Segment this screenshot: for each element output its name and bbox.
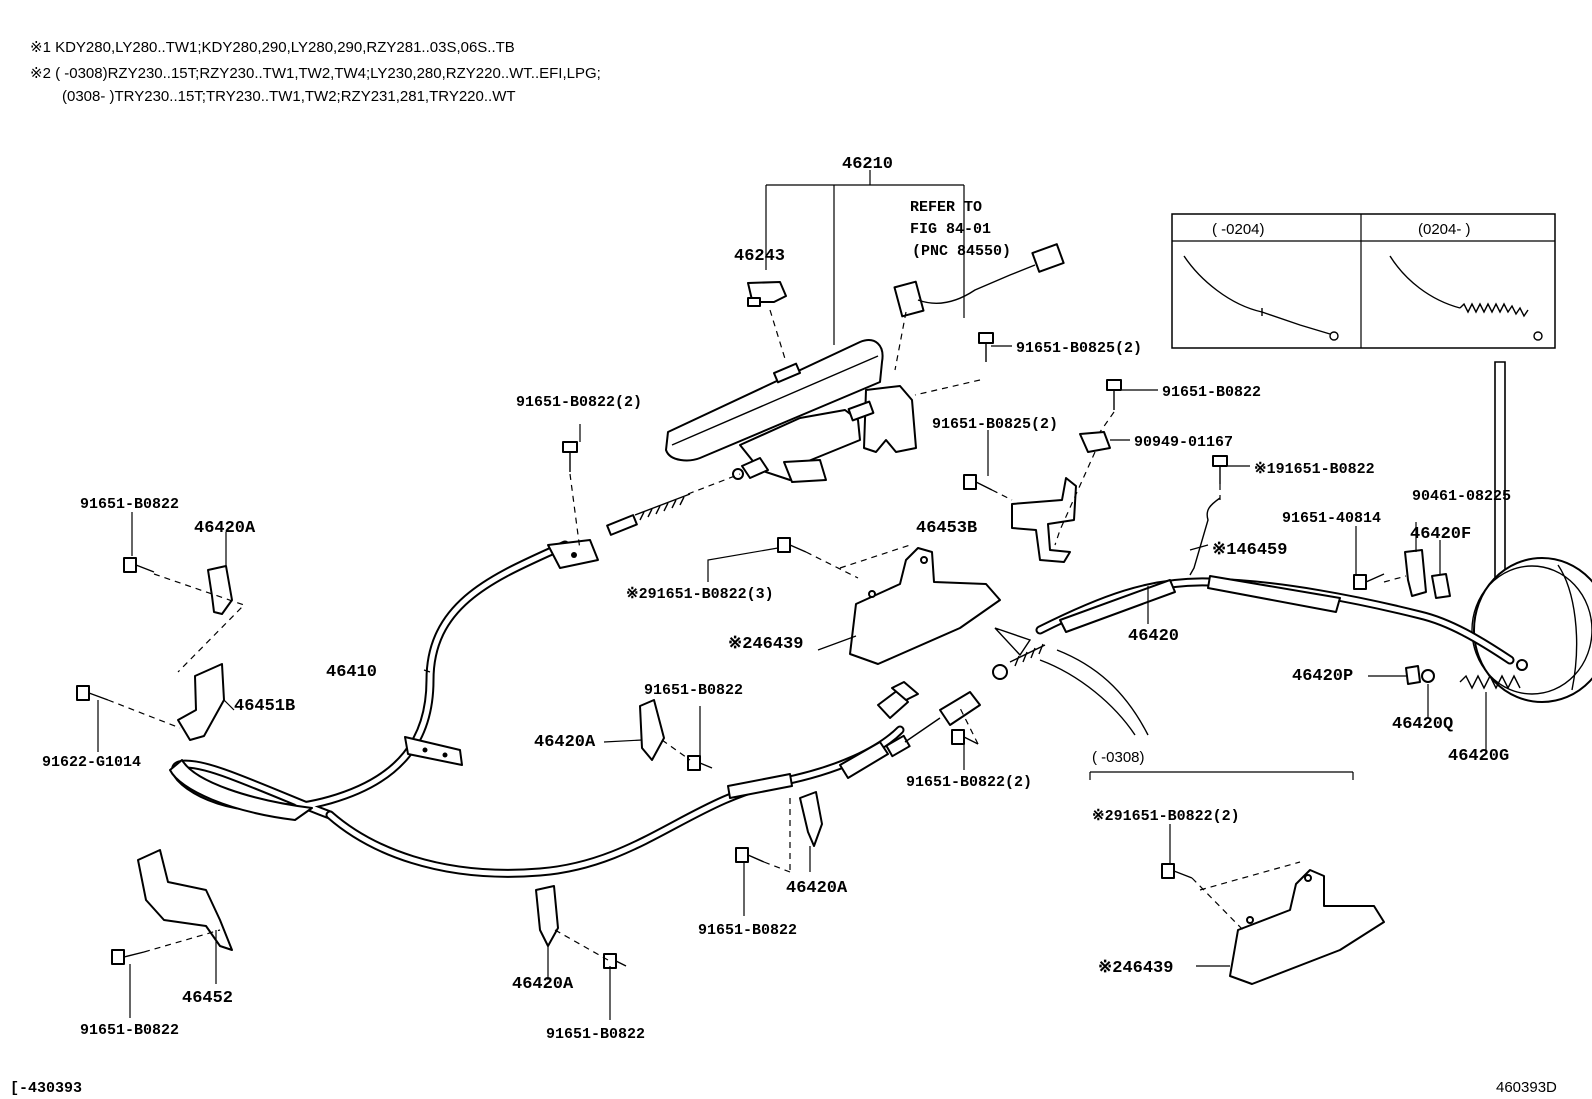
note-3: (0308- )TRY230..15T;TRY230..TW1,TW2;RZY2…: [62, 88, 516, 105]
label-46420G: 46420G: [1448, 747, 1509, 766]
label-46420P: 46420P: [1292, 667, 1353, 686]
label-46420A-mid: 46420A: [534, 733, 596, 752]
inset-box: ( -0204) (0204- ): [1171, 213, 1556, 349]
label-46420F: 46420F: [1410, 525, 1471, 544]
label-46420A-left: 46420A: [194, 519, 256, 538]
label-191651-B0822: ※191651-B0822: [1254, 461, 1375, 478]
label-46210: 46210: [842, 155, 893, 174]
label-refer-3: (PNC 84550): [912, 243, 1011, 260]
bolt-291651-B0822-2: [1161, 863, 1193, 879]
label-46420: 46420: [1128, 627, 1179, 646]
label-291651-B0822-3: ※291651-B0822(3): [626, 586, 774, 603]
label-246439-low: ※246439: [1098, 959, 1173, 978]
bolt-91651-B0822-mid: [687, 755, 713, 771]
protector-246439-mid: [849, 547, 1001, 665]
label-291651-B0822-2: ※291651-B0822(2): [1092, 808, 1240, 825]
inset-right-header: (0204- ): [1418, 221, 1471, 238]
label-91651-B0822-bot: 91651-B0822: [546, 1026, 645, 1043]
bolt-91651-B0822-left: [123, 557, 155, 573]
bolt-91622-G1014: [76, 685, 109, 701]
label-46410: 46410: [326, 663, 377, 682]
protector-246439-low: [1229, 869, 1385, 985]
bolt-291651-B0822-3: [777, 537, 807, 553]
label-91651-40814: 91651-40814: [1282, 510, 1381, 527]
bolt-91651-B0822-bl: [111, 949, 145, 965]
part-46420P: [1405, 665, 1421, 685]
label-91651-B0822-2a: 91651-B0822(2): [516, 394, 642, 411]
label-90949-01167: 90949-01167: [1134, 434, 1233, 451]
label-46451B: 46451B: [234, 697, 295, 716]
label-90461-08225: 90461-08225: [1412, 488, 1511, 505]
inset-left-header: ( -0204): [1212, 221, 1265, 238]
bracket-46420A-mid: [639, 699, 665, 761]
clip-90949-01167: [1079, 431, 1111, 453]
label-46420Q: 46420Q: [1392, 715, 1453, 734]
clip-46459: [1189, 497, 1221, 576]
label-91651-B0822-low: 91651-B0822: [698, 922, 797, 939]
label-91651-B0822-2b: 91651-B0822(2): [906, 774, 1032, 791]
bracket-46420A-bot: [535, 885, 559, 947]
label-91651-B0822-bl: 91651-B0822: [80, 1022, 179, 1039]
assembly-direction-arrow: [994, 627, 1149, 736]
part-46420G: [1459, 674, 1521, 690]
variant-label-0308: ( -0308): [1092, 749, 1145, 766]
label-46452: 46452: [182, 989, 233, 1008]
bolt-91651-B0822-2b: [951, 729, 979, 745]
label-91651-B0822-top: 91651-B0822: [1162, 384, 1261, 401]
bolt-91651-B0822-top: [1106, 379, 1122, 410]
bolt-191651-B0822: [1212, 455, 1228, 484]
label-refer-1: REFER TO: [910, 199, 982, 216]
note-2: ※2 ( -0308)RZY230..15T;RZY230..TW1,TW2,T…: [30, 65, 601, 82]
label-91651-B0825-2b: 91651-B0825(2): [932, 416, 1058, 433]
label-246439-mid: ※246439: [728, 635, 803, 654]
label-46243: 46243: [734, 247, 785, 266]
label-46420A-bot: 46420A: [512, 975, 574, 994]
label-91622-G1014: 91622-G1014: [42, 754, 141, 771]
note-1: ※1 KDY280,LY280..TW1;KDY280,290,LY280,29…: [30, 39, 515, 56]
footer-right-code: 460393D: [1496, 1079, 1557, 1096]
brake-switch-connector: [893, 243, 1065, 318]
clamp-90461-08225: [1404, 549, 1427, 597]
bracket-46452: [137, 849, 233, 951]
brake-drum: [1471, 557, 1592, 703]
bracket-46420A-low: [799, 791, 823, 847]
label-91651-B0825-2a: 91651-B0825(2): [1016, 340, 1142, 357]
bolt-91651-B0825-2a: [978, 332, 994, 362]
label-146459: ※146459: [1212, 541, 1287, 560]
bolt-91651-B0825-2b: [963, 474, 993, 491]
bolt-91651-40814: [1353, 573, 1385, 590]
brake-lever-assembly: [665, 339, 917, 483]
label-91651-B0822-mid: 91651-B0822: [644, 682, 743, 699]
cable-46420: [992, 575, 1528, 680]
bolt-91651-B0822-bot: [603, 953, 627, 969]
part-46420Q: [1421, 669, 1435, 683]
bracket-46420A-left: [207, 565, 233, 615]
bolt-91651-B0822-2a: [562, 441, 578, 472]
bolt-91651-B0822-low: [735, 847, 765, 863]
label-refer-2: FIG 84-01: [910, 221, 991, 238]
footer-left-code: [-430393: [10, 1080, 82, 1097]
label-91651-B0822-left: 91651-B0822: [80, 496, 179, 513]
cable-46410: [169, 493, 905, 878]
part-46420F: [1431, 573, 1451, 599]
cable-equalizer: [877, 681, 981, 758]
bracket-46453B: [1011, 477, 1077, 563]
bracket-46451B: [177, 663, 225, 741]
label-46420A-low: 46420A: [786, 879, 848, 898]
label-46453B: 46453B: [916, 519, 977, 538]
